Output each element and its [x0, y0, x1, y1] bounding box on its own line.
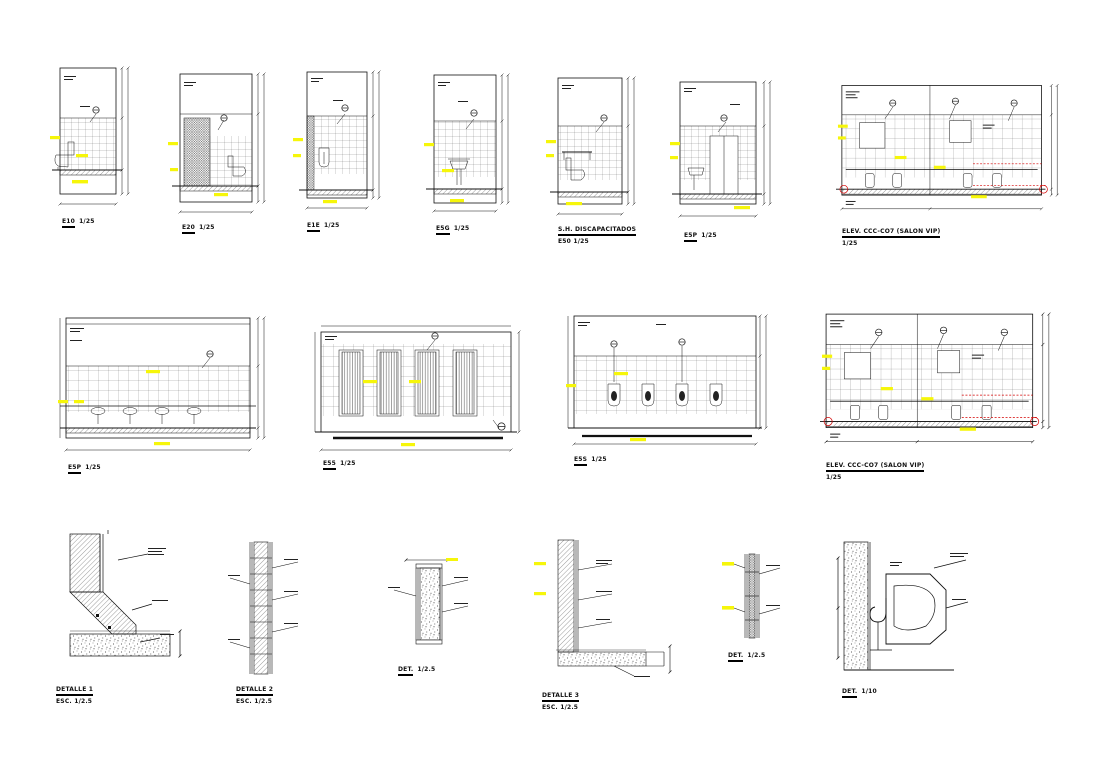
- elevation-vip-drawing: [836, 78, 1066, 230]
- elevation-e1e-drawing: [293, 70, 383, 222]
- elevation-vip2-panel: ELEV. CCC-CO7 (SALON VIP)1/25: [820, 308, 1060, 484]
- elevation-stalls-drawing: [313, 316, 525, 458]
- detail-core-panel: DET.1/2.5: [388, 556, 484, 686]
- elevation-e5p-drawing: [670, 80, 775, 232]
- detail-wc-trap-title: DET.1/10: [842, 688, 877, 698]
- detail-2-drawing: [228, 538, 306, 688]
- elevation-urinals-drawing: [566, 310, 768, 452]
- detail-partition-panel: DET.1/2.5: [722, 548, 790, 673]
- detail-core-drawing: [388, 556, 480, 664]
- detail-partition-title: DET.1/2.5: [728, 652, 765, 662]
- elevation-vip2-drawing: [820, 308, 1058, 462]
- elevation-discapacitados-drawing: [546, 76, 646, 228]
- elevation-vip-panel: ELEV. CCC-CO7 (SALON VIP)1/25: [836, 78, 1071, 253]
- detail-wc-trap-drawing: [834, 538, 979, 692]
- detail-wc-trap-panel: DET.1/10: [834, 538, 984, 713]
- elevation-e20-drawing: [168, 72, 268, 224]
- detail-partition-drawing: [722, 548, 786, 660]
- detail-1-drawing: [48, 530, 198, 688]
- elevation-e10-drawing: [50, 66, 145, 218]
- detail-3-drawing: [534, 536, 674, 694]
- elevation-counter-drawing: [58, 310, 270, 462]
- elevation-vip-title: ELEV. CCC-CO7 (SALON VIP)1/25: [842, 228, 941, 247]
- elevation-vip2-title: ELEV. CCC-CO7 (SALON VIP)1/25: [826, 462, 925, 481]
- detail-core-title: DET.1/2.5: [398, 666, 435, 676]
- elevation-e5g-drawing: [424, 73, 519, 225]
